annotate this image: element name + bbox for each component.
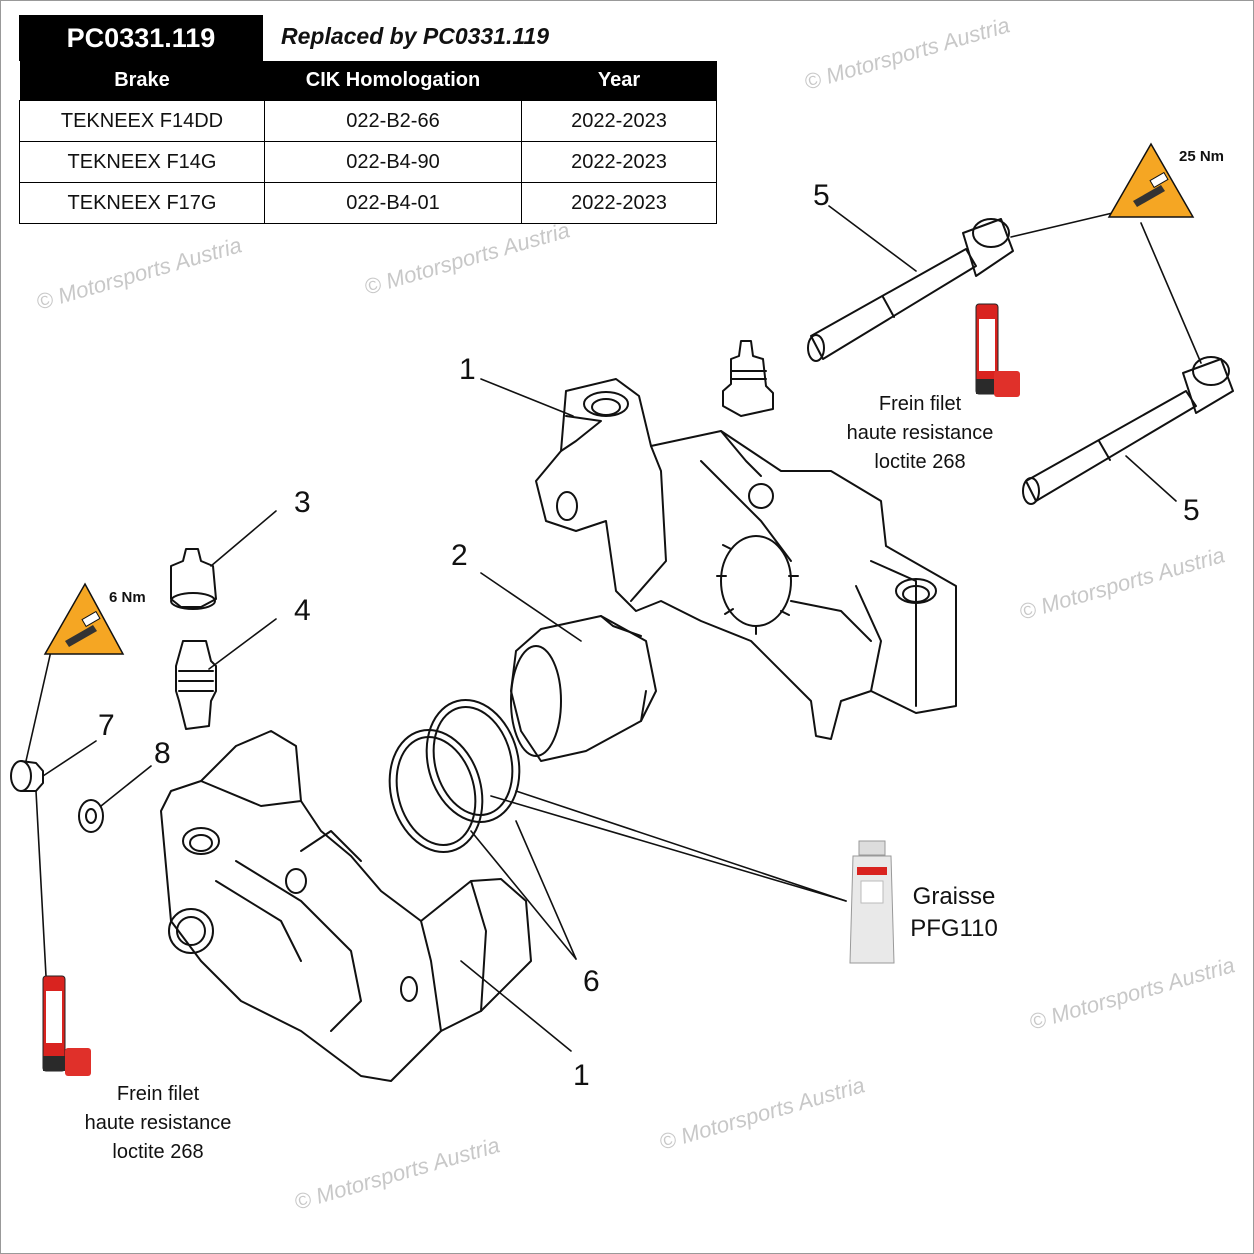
torque-warning-icon bbox=[43, 582, 125, 655]
bolt-lower bbox=[1022, 356, 1234, 505]
table-row: TEKNEEX F14DD 022-B2-66 2022-2023 bbox=[19, 100, 717, 142]
bolt-upper bbox=[807, 218, 1014, 362]
bleed-nipple-upper bbox=[722, 340, 774, 417]
callout-1: 1 bbox=[459, 353, 476, 386]
table-cell: 022-B4-90 bbox=[264, 141, 522, 183]
loctite-note: Frein filet haute resistance loctite 268 bbox=[827, 390, 1013, 477]
caliper-lower-half bbox=[160, 730, 532, 1082]
callout-5: 5 bbox=[1183, 494, 1200, 527]
table-cell: TEKNEEX F17G bbox=[19, 182, 265, 224]
table-cell: TEKNEEX F14G bbox=[19, 141, 265, 183]
table-cell: TEKNEEX F14DD bbox=[19, 100, 265, 142]
leader-lines bbox=[25, 205, 1202, 1052]
column-header: CIK Homologation bbox=[264, 61, 522, 101]
seal-rings bbox=[388, 698, 521, 854]
callout-8: 8 bbox=[154, 737, 171, 770]
note-line: loctite 268 bbox=[112, 1141, 204, 1163]
callout-1: 1 bbox=[573, 1059, 590, 1092]
table-cell: 022-B2-66 bbox=[264, 100, 522, 142]
table-cell: 2022-2023 bbox=[521, 141, 717, 183]
sleeve-bush bbox=[10, 760, 44, 792]
callout-3: 3 bbox=[294, 486, 311, 519]
table-cell: 022-B4-01 bbox=[264, 182, 522, 224]
callout-2: 2 bbox=[451, 539, 468, 572]
callout-6: 6 bbox=[583, 965, 600, 998]
callout-7: 7 bbox=[98, 709, 115, 742]
piston bbox=[510, 615, 657, 762]
note-line: haute resistance bbox=[846, 422, 994, 444]
callout-4: 4 bbox=[294, 594, 311, 627]
grease-tube-icon bbox=[849, 840, 895, 964]
homologation-table: Brake CIK Homologation Year TEKNEEX F14D… bbox=[19, 61, 717, 224]
note-line: PFG110 bbox=[910, 915, 998, 942]
table-cell: 2022-2023 bbox=[521, 100, 717, 142]
part-number: PC0331.119 bbox=[19, 15, 263, 61]
column-header: Brake bbox=[19, 61, 265, 101]
loctite-tube-icon bbox=[42, 975, 91, 1076]
washer bbox=[78, 799, 104, 833]
note-line: Frein filet bbox=[878, 393, 962, 415]
grease-note: Graisse PFG110 bbox=[899, 881, 1009, 945]
replaced-by-text: Replaced by PC0331.119 bbox=[281, 23, 550, 49]
loctite-note: Frein filet haute resistance loctite 268 bbox=[65, 1080, 251, 1167]
note-line: Frein filet bbox=[116, 1083, 200, 1105]
loctite-tube-icon bbox=[975, 303, 1020, 397]
note-line: Graisse bbox=[912, 883, 996, 910]
note-line: haute resistance bbox=[84, 1112, 232, 1134]
note-line: loctite 268 bbox=[874, 451, 966, 473]
torque-warning-icon bbox=[1107, 142, 1195, 218]
column-header: Year bbox=[521, 61, 717, 101]
bleed-nipple bbox=[175, 640, 217, 730]
table-row: TEKNEEX F17G 022-B4-01 2022-2023 bbox=[19, 182, 717, 224]
torque-label: 25 Nm bbox=[1179, 148, 1225, 165]
table-cell: 2022-2023 bbox=[521, 182, 717, 224]
table-header-row: Brake CIK Homologation Year bbox=[19, 61, 717, 101]
table-row: TEKNEEX F14G 022-B4-90 2022-2023 bbox=[19, 141, 717, 183]
bleed-cap bbox=[170, 548, 217, 610]
caliper-upper-half bbox=[535, 378, 957, 740]
torque-label: 6 Nm bbox=[109, 589, 146, 606]
callout-5: 5 bbox=[813, 179, 830, 212]
